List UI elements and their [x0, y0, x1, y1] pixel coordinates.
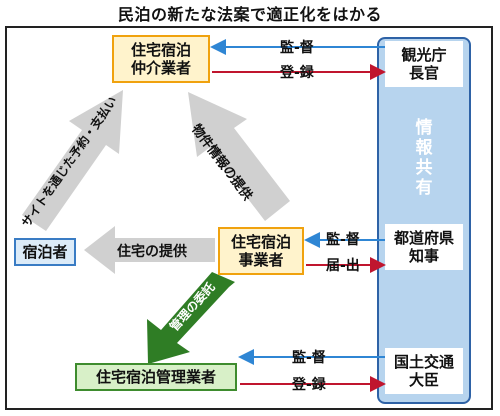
node-manager-label: 住宅宿泊管理業者: [95, 368, 216, 386]
node-broker-line1: 住宅宿泊: [130, 41, 191, 59]
node-mlit-minister-line1: 国土交通: [393, 353, 454, 371]
label-register-manager: 登-録: [292, 377, 326, 393]
info-sharing-label: 情 報 共 有: [415, 118, 433, 199]
node-operator: 住宅宿泊 事業者: [218, 227, 304, 275]
node-governor: 都道府県 知事: [385, 224, 463, 270]
arrow-property-info: [188, 92, 290, 221]
arrow-notify-operator-head: [370, 257, 386, 273]
arrow-supervise-manager-head: [238, 349, 254, 365]
label-supervise-manager: 監-督: [292, 350, 326, 366]
arrow-supervise-operator-head: [304, 232, 320, 248]
node-tourism-agency: 観光庁 長官: [385, 41, 463, 87]
node-manager: 住宅宿泊管理業者: [75, 363, 237, 391]
arrow-housing-provision: [84, 226, 215, 274]
arrow-management-commission: [147, 272, 235, 364]
authority-panel: [377, 37, 471, 404]
node-operator-line1: 住宅宿泊: [230, 233, 291, 251]
page-title: 民泊の新たな法案で適正化をはかる: [117, 5, 382, 24]
node-mlit-minister-line2: 大臣: [408, 371, 439, 389]
node-operator-line2: 事業者: [238, 251, 284, 269]
node-mlit-minister: 国土交通 大臣: [385, 348, 463, 394]
arrow-reservation-payment: [22, 90, 123, 231]
node-broker-line2: 仲介業者: [130, 59, 191, 77]
arrow-supervise-broker-head: [210, 39, 226, 55]
node-tourism-agency-line2: 長官: [408, 64, 439, 82]
arrow-register-manager-head: [370, 376, 386, 392]
node-guest: 宿泊者: [14, 238, 76, 266]
label-register-broker: 登-録: [280, 65, 314, 81]
arrow-register-broker-head: [370, 64, 386, 80]
label-supervise-broker: 監-督: [280, 40, 314, 56]
node-tourism-agency-line1: 観光庁: [401, 46, 447, 64]
label-notify-operator: 届-出: [326, 258, 360, 274]
node-broker: 住宅宿泊 仲介業者: [112, 35, 210, 83]
label-housing-provision: 住宅の提供: [117, 244, 187, 260]
node-governor-line1: 都道府県: [393, 229, 454, 247]
node-guest-label: 宿泊者: [22, 243, 68, 261]
label-supervise-operator: 監-督: [326, 232, 360, 248]
diagram-frame: [5, 26, 493, 410]
node-governor-line2: 知事: [408, 247, 439, 265]
